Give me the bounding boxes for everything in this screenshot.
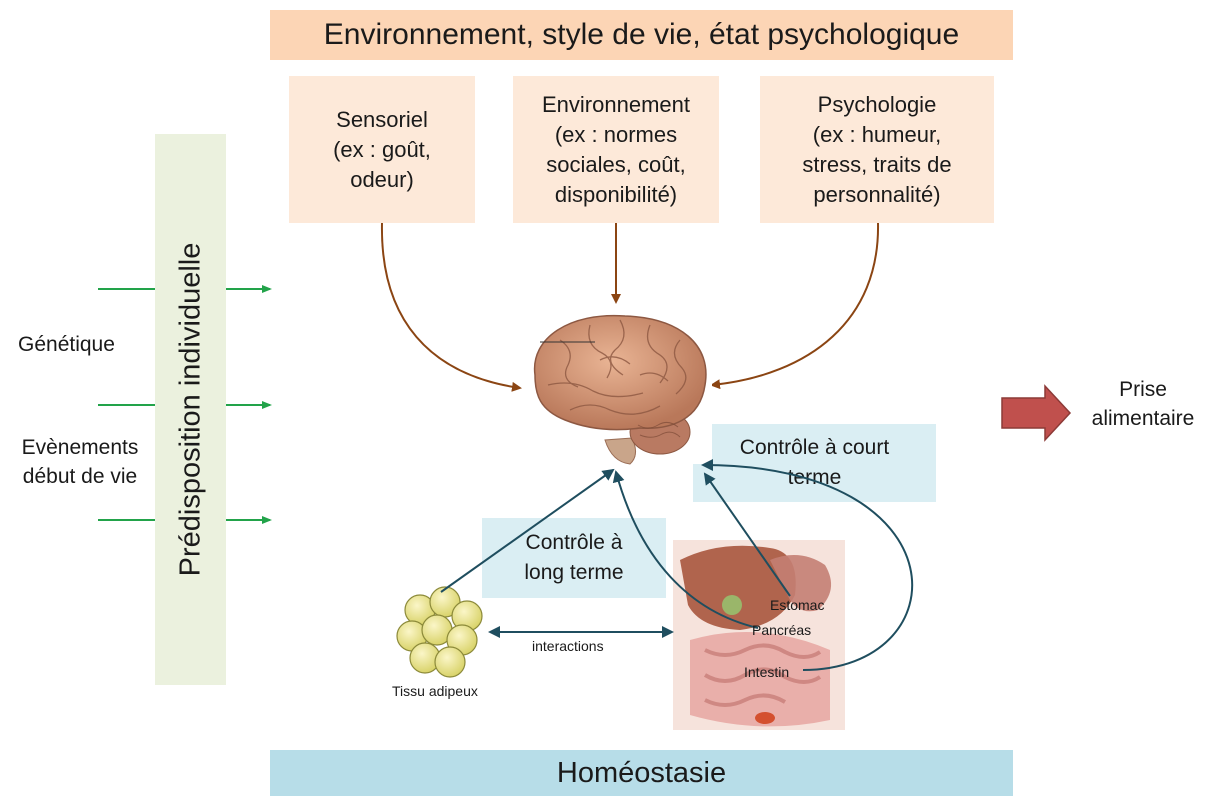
short-term-control-line1: Contrôle à court xyxy=(739,436,890,459)
factor-environment-title: Environnement xyxy=(542,91,690,117)
factor-environment-line2: (ex : normes xyxy=(554,121,678,147)
factor-psychology-line2: (ex : humeur, xyxy=(812,121,942,147)
early-life-events-label: Evènements début de vie xyxy=(12,433,148,491)
long-term-control-line1: Contrôle à xyxy=(525,531,623,554)
long-term-control-line2: long terme xyxy=(524,561,624,584)
factor-environment-line3: sociales, coût, xyxy=(546,151,686,177)
stomach-label: Estomac xyxy=(770,597,825,613)
early-life-events-line2: début de vie xyxy=(22,465,138,488)
factor-sensory-title: Sensoriel xyxy=(336,106,428,132)
long-term-control-box: Contrôle à long terme xyxy=(482,518,666,598)
food-intake-line1: Prise xyxy=(1119,378,1167,401)
brain-illustration xyxy=(522,308,712,465)
adipose-tissue-illustration xyxy=(396,586,483,678)
factor-sensory-line2: (ex : goût, xyxy=(333,136,431,162)
predisposition-bar: Prédisposition individuelle xyxy=(155,134,226,685)
interactions-label: interactions xyxy=(532,638,604,654)
genetics-label: Génétique xyxy=(18,333,115,356)
short-term-control-line2: terme xyxy=(787,466,842,489)
food-intake-line2: alimentaire xyxy=(1091,407,1195,430)
intestine-label: Intestin xyxy=(744,664,790,680)
environment-banner: Environnement, style de vie, état psycho… xyxy=(270,10,1013,60)
environment-banner-title: Environnement, style de vie, état psycho… xyxy=(323,18,960,51)
factor-psychology-line3: stress, traits de xyxy=(802,151,952,177)
control-arrows xyxy=(440,459,914,671)
homeostasis-banner: Homéostasie xyxy=(270,750,1013,796)
factor-psychology-line4: personnalité) xyxy=(813,181,941,207)
adipose-tissue-label: Tissu adipeux xyxy=(392,683,478,699)
factor-sensory-line3: odeur) xyxy=(350,166,414,192)
factor-sensory: Sensoriel (ex : goût, odeur) xyxy=(289,76,475,223)
early-life-events-line1: Evènements xyxy=(21,436,139,459)
homeostasis-title: Homéostasie xyxy=(556,756,727,789)
factor-psychology-title: Psychologie xyxy=(817,91,937,117)
pancreas-label: Pancréas xyxy=(752,622,812,638)
factor-environment: Environnement (ex : normes sociales, coû… xyxy=(513,76,719,223)
short-term-control-box: Contrôle à court terme xyxy=(693,424,936,502)
factor-to-brain-arrows xyxy=(380,222,880,392)
predisposition-arrows xyxy=(98,285,272,524)
food-intake-label: Prise alimentaire xyxy=(1078,375,1208,433)
factor-psychology: Psychologie (ex : humeur, stress, traits… xyxy=(760,76,994,223)
food-intake-arrow xyxy=(1001,384,1072,442)
factor-environment-line4: disponibilité) xyxy=(554,181,678,207)
